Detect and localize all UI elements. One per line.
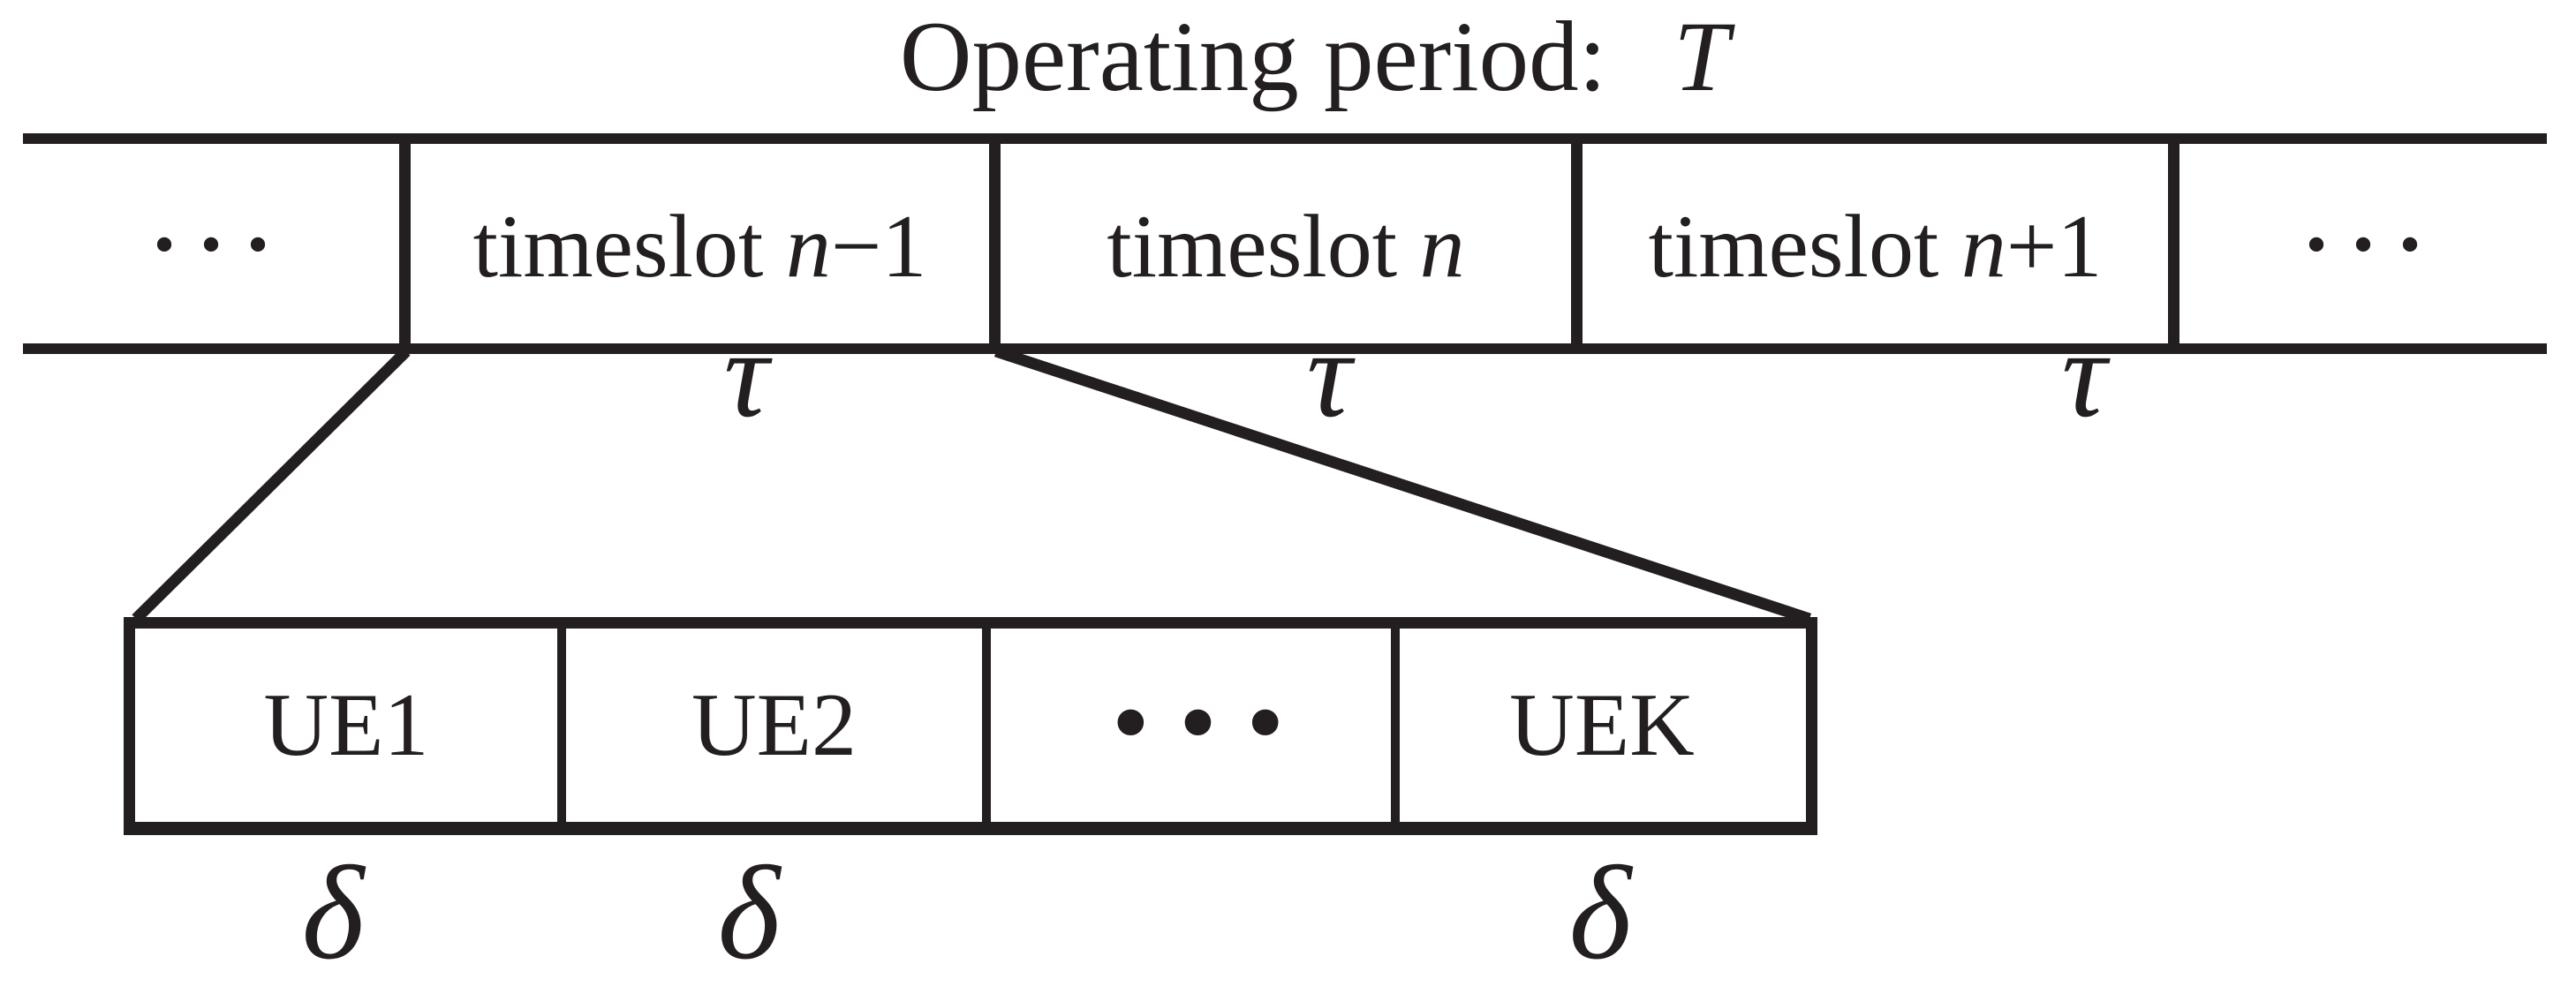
timeslot-index-offset: −1 [830, 196, 927, 297]
figure-title-text: Operating period: [899, 2, 1632, 112]
tau-label-2: τ [1306, 304, 1352, 443]
timeslot-label-text: timeslot [472, 196, 786, 297]
subslot-cell-ue1: UE1 [263, 675, 429, 775]
tau-label-1: τ [723, 304, 769, 443]
subslot-divider-2 [982, 629, 991, 822]
timeslot-cell-ellipsis-right: ••• [2301, 217, 2443, 275]
timeslot-cell-n-plus-1: timeslot n+1 [1583, 144, 2168, 343]
subslot-divider-1 [557, 629, 566, 822]
delta-label-2: δ [717, 839, 781, 987]
delta-label-1: δ [301, 839, 365, 987]
top-band-divider-1 [399, 133, 411, 354]
top-band-upper-line [23, 133, 2547, 144]
subslot-cell-ellipsis: ••• [1104, 673, 1306, 778]
timeslot-index-offset: +1 [2006, 196, 2103, 297]
top-band-divider-3 [1571, 133, 1583, 354]
timeslot-cell-n-minus-1: timeslot n−1 [411, 144, 989, 343]
timeslot-index-var: n [785, 196, 831, 297]
subslot-cell-ue2: UE2 [691, 675, 857, 775]
top-band-divider-4 [2168, 133, 2179, 354]
expansion-line-left [132, 347, 411, 623]
timeslot-cell-n: timeslot n [1001, 144, 1571, 343]
subslot-cell-uek: UEK [1509, 675, 1695, 775]
top-band-divider-2 [989, 133, 1001, 354]
subslot-band [124, 617, 1817, 835]
timeslot-cell-ellipsis-left: ••• [149, 217, 291, 275]
timeslot-index-var: n [1960, 196, 2006, 297]
delta-label-3: δ [1568, 839, 1632, 987]
period-symbol: T [1673, 2, 1730, 112]
figure-title: Operating period: T [900, 0, 1729, 115]
tau-label-3: τ [2061, 304, 2107, 443]
subslot-divider-3 [1391, 629, 1400, 822]
timeslot-label-text: timeslot [1648, 196, 1961, 297]
timeslot-index-var: n [1419, 196, 1465, 297]
timeslot-label-text: timeslot [1107, 196, 1420, 297]
